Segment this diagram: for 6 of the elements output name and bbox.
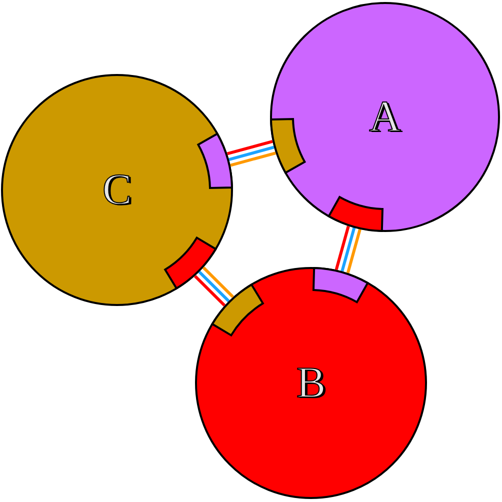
triple-line-connector [334,226,362,274]
node-label: C [102,168,132,212]
node-label: B [296,361,326,405]
triple-line-connector [226,140,276,167]
node-label: A [369,95,401,139]
triple-line-connector [194,266,234,306]
